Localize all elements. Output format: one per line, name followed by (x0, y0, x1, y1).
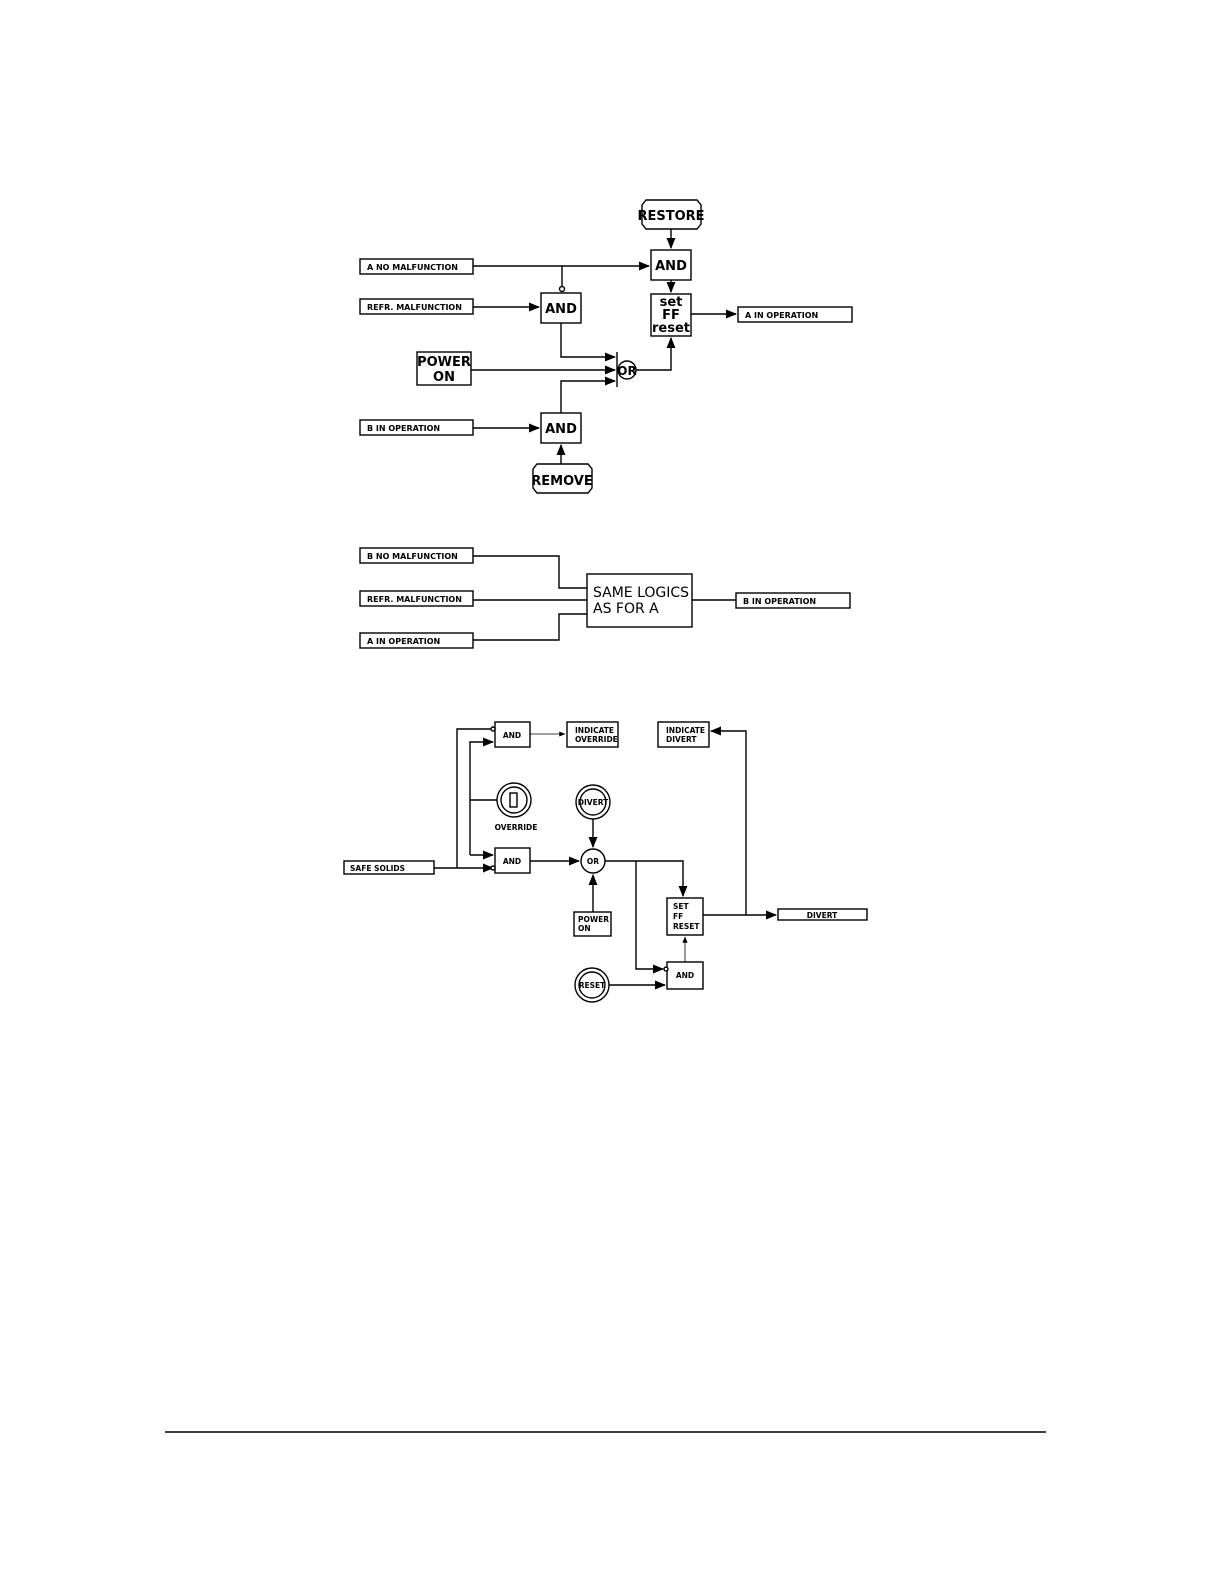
input-a-in-operation: A IN OPERATION (359, 632, 474, 649)
svg-text:OR: OR (617, 364, 636, 378)
svg-text:OVERRIDE: OVERRIDE (575, 735, 618, 744)
or-gate-a: OR (616, 352, 637, 387)
svg-text:AND: AND (676, 971, 694, 980)
svg-text:REMOVE: REMOVE (531, 474, 592, 489)
svg-text:AND: AND (503, 857, 521, 866)
svg-text:B IN OPERATION: B IN OPERATION (367, 424, 440, 433)
input-power-on-divert: POWER ON (573, 911, 612, 937)
svg-text:OR: OR (587, 857, 599, 866)
svg-text:AND: AND (545, 302, 577, 317)
svg-text:A IN OPERATION: A IN OPERATION (367, 637, 440, 646)
svg-text:INDICATE: INDICATE (666, 726, 705, 735)
input-power-on: POWER ON (416, 351, 472, 386)
and-gate-reset: AND (666, 961, 704, 990)
svg-text:ON: ON (578, 924, 591, 933)
svg-text:DIVERT: DIVERT (578, 798, 609, 807)
diagram-divert-wires (434, 726, 778, 990)
diagram-b-logic: B NO MALFUNCTION REFR. MALFUNCTION A IN … (359, 547, 851, 649)
input-refr-malfunction-b: REFR. MALFUNCTION (359, 590, 474, 607)
restore-pushbutton: RESTORE (637, 199, 705, 230)
flip-flop-divert: SET FF RESET (666, 897, 704, 936)
svg-text:POWER: POWER (578, 915, 609, 924)
input-b-in-operation: B IN OPERATION (359, 419, 474, 436)
input-a-no-malfunction: A NO MALFUNCTION (359, 258, 474, 275)
and-gate-restore: AND (650, 249, 692, 281)
svg-text:INDICATE: INDICATE (575, 726, 614, 735)
input-safe-solids: SAFE SOLIDS (343, 860, 435, 875)
svg-text:B NO MALFUNCTION: B NO MALFUNCTION (367, 552, 458, 561)
same-logic-block: SAME LOGICS AS FOR A (586, 573, 693, 628)
svg-text:SAME LOGICS: SAME LOGICS (593, 585, 689, 601)
svg-text:REFR. MALFUNCTION: REFR. MALFUNCTION (367, 595, 462, 604)
indicate-divert-lamp: INDICATE DIVERT (657, 721, 710, 748)
svg-text:reset: reset (652, 321, 690, 336)
svg-text:RESTORE: RESTORE (637, 209, 704, 224)
svg-text:FF: FF (662, 308, 680, 323)
diagram-a-logic: A NO MALFUNCTION REFR. MALFUNCTION POWER… (359, 199, 853, 494)
svg-text:FF: FF (673, 912, 683, 921)
output-a-in-operation: A IN OPERATION (737, 306, 853, 323)
svg-text:A NO MALFUNCTION: A NO MALFUNCTION (367, 263, 458, 272)
diagram-divert-logic: SAFE SOLIDS AND AND INDICATE OVERRIDE IN… (343, 721, 868, 1003)
diagram-b-wires (473, 555, 736, 641)
svg-text:AND: AND (503, 731, 521, 740)
and-gate-remove: AND (540, 412, 582, 444)
svg-text:SAFE SOLIDS: SAFE SOLIDS (350, 864, 405, 873)
override-key-switch: OVERRIDE (495, 782, 538, 832)
svg-text:B IN OPERATION: B IN OPERATION (743, 597, 816, 606)
svg-text:DIVERT: DIVERT (666, 735, 697, 744)
remove-pushbutton: REMOVE (531, 463, 593, 494)
svg-text:A IN OPERATION: A IN OPERATION (745, 311, 818, 320)
divert-pushbutton: DIVERT (575, 784, 611, 820)
svg-text:POWER: POWER (417, 355, 471, 370)
input-b-no-malfunction: B NO MALFUNCTION (359, 547, 474, 564)
svg-text:ON: ON (433, 370, 455, 385)
indicate-override-lamp: INDICATE OVERRIDE (566, 721, 619, 748)
reset-pushbutton: RESET (574, 967, 610, 1003)
and-gate-override: AND (494, 721, 531, 748)
svg-text:OVERRIDE: OVERRIDE (495, 823, 538, 832)
svg-text:REFR. MALFUNCTION: REFR. MALFUNCTION (367, 303, 462, 312)
or-gate-divert: OR (580, 848, 606, 874)
svg-text:AND: AND (655, 259, 687, 274)
svg-text:AS FOR A: AS FOR A (593, 601, 659, 617)
flip-flop-a: set FF reset (650, 293, 692, 337)
svg-text:SET: SET (673, 902, 690, 911)
svg-text:set: set (660, 295, 683, 310)
svg-text:AND: AND (545, 422, 577, 437)
input-refr-malfunction: REFR. MALFUNCTION (359, 298, 474, 315)
svg-text:DIVERT: DIVERT (807, 911, 838, 920)
output-b-in-operation: B IN OPERATION (735, 592, 851, 609)
output-divert: DIVERT (777, 908, 868, 921)
and-gate-safe: AND (494, 847, 531, 874)
svg-text:RESET: RESET (579, 981, 606, 990)
and-gate-refr: AND (540, 292, 582, 324)
svg-text:RESET: RESET (673, 922, 700, 931)
diagram-a-wires (471, 229, 738, 464)
